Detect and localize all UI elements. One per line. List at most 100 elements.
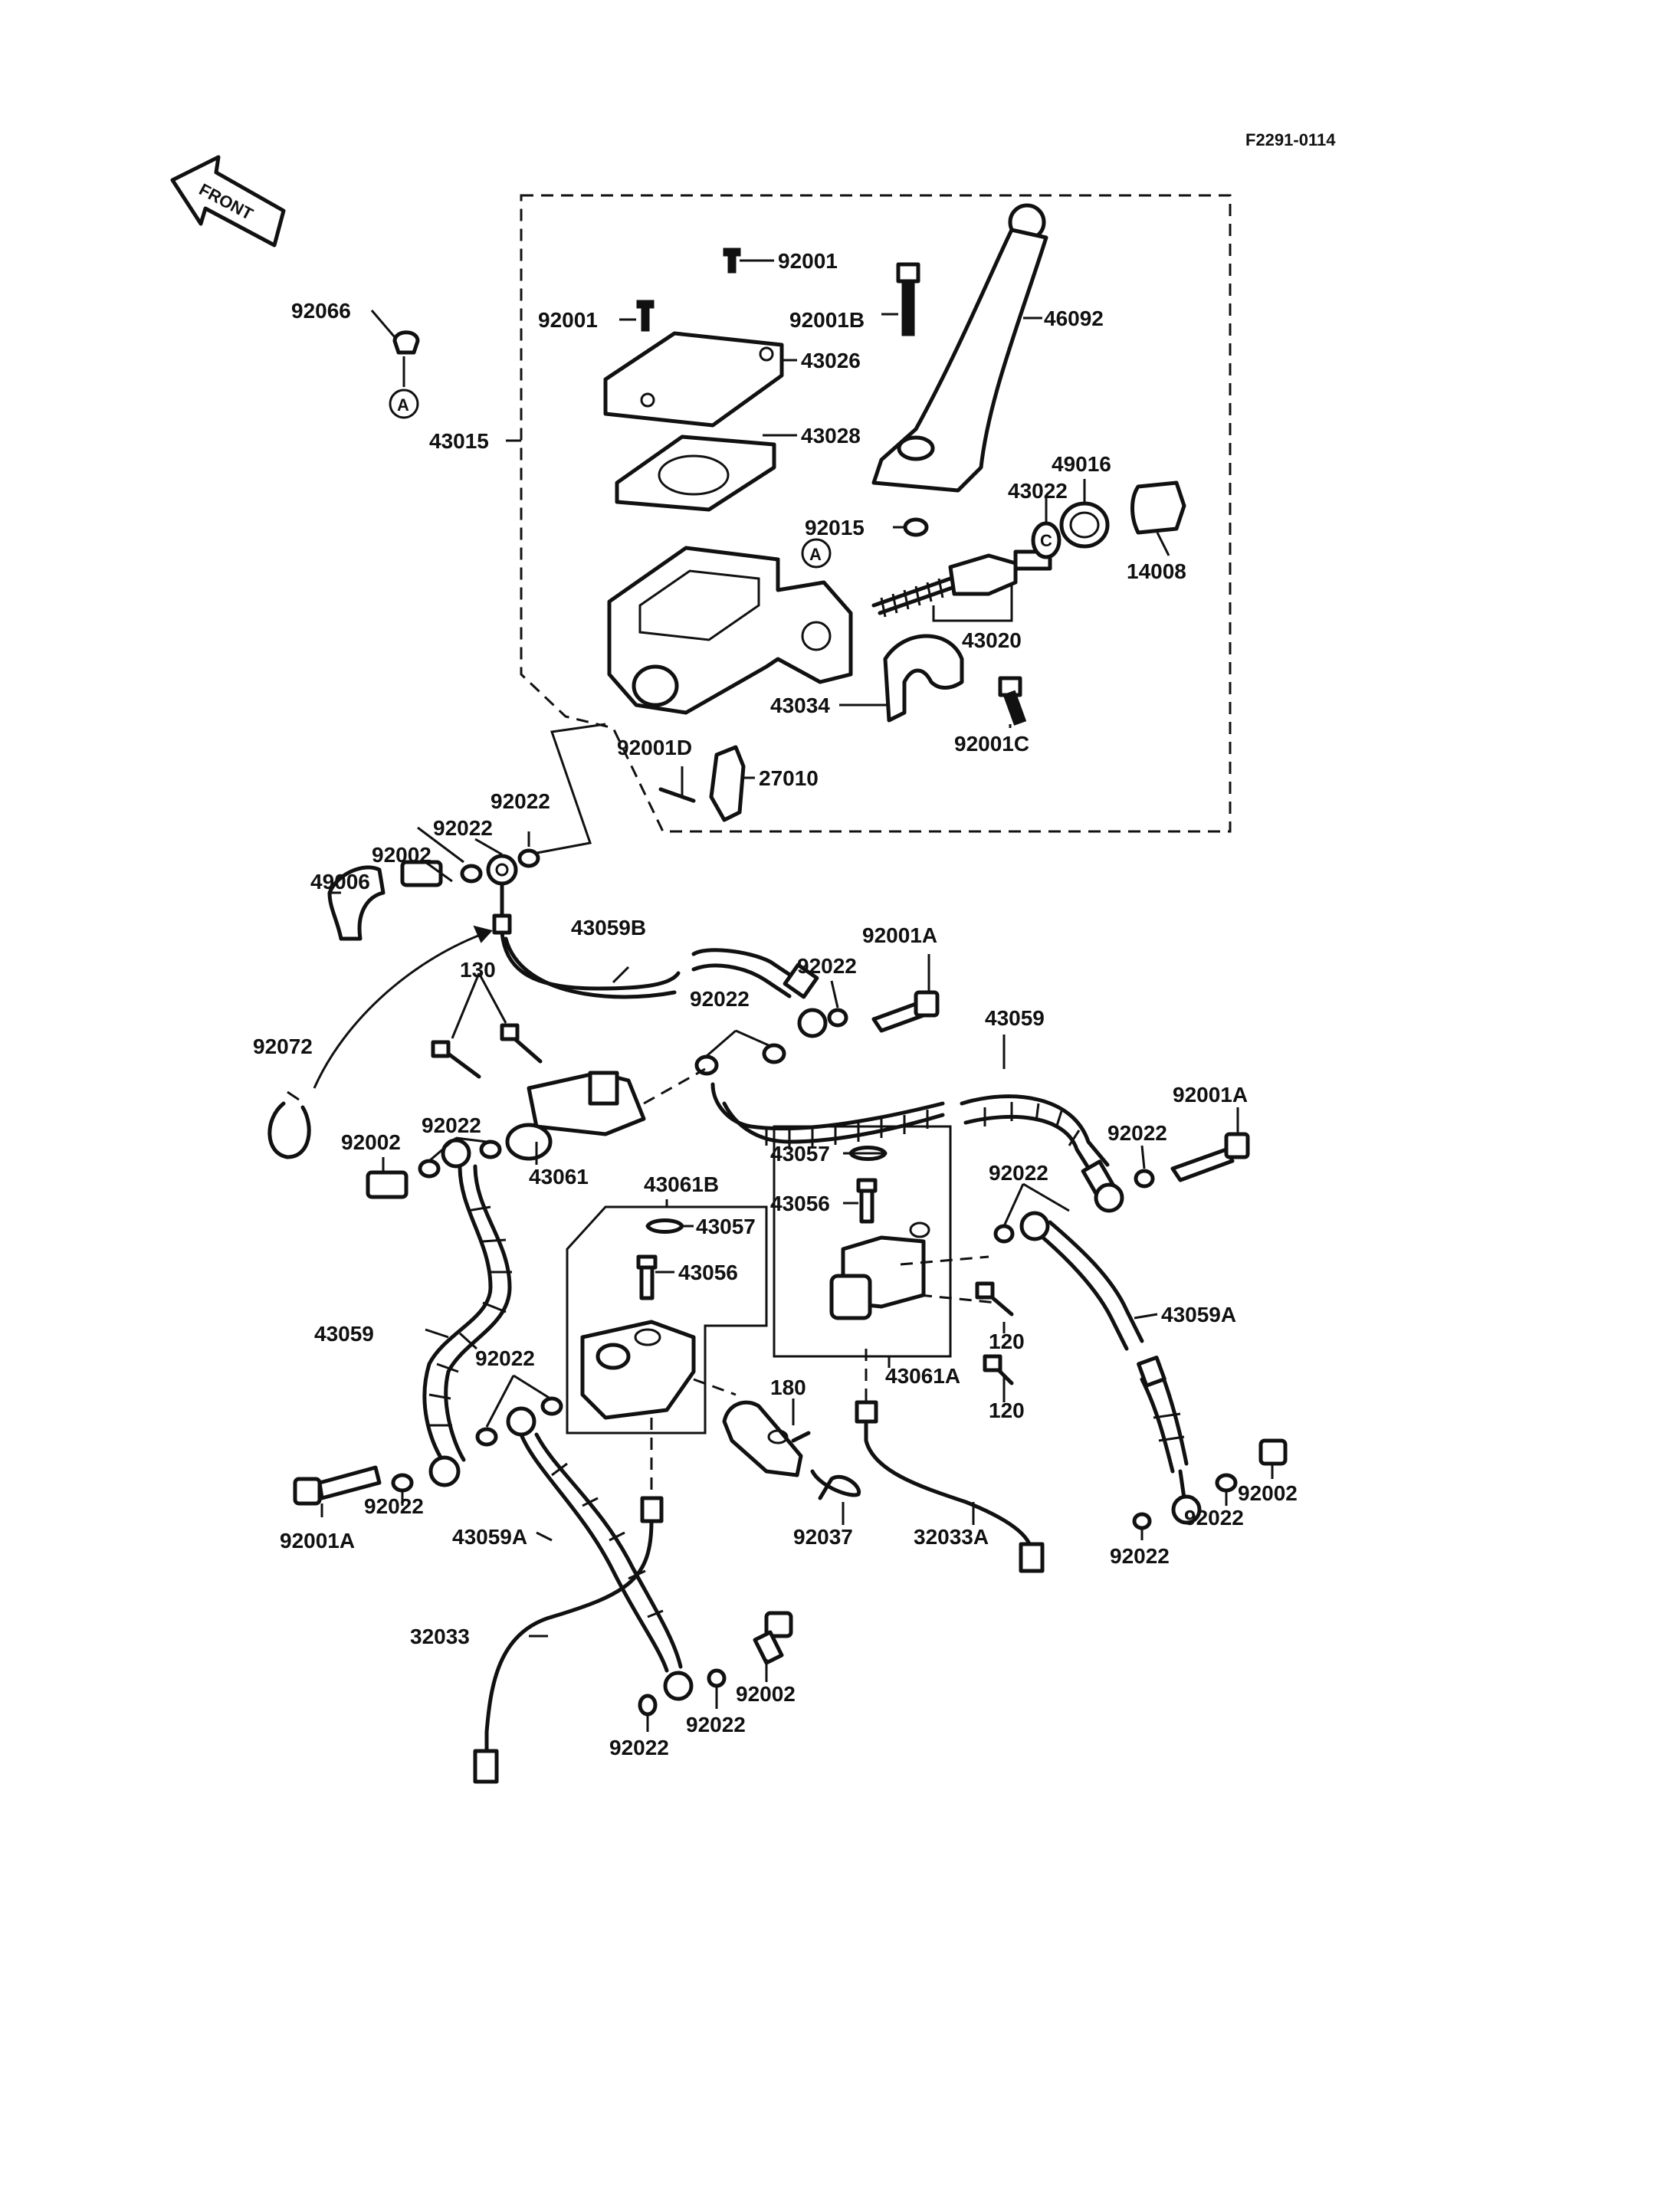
label-43056-a: 43056 — [678, 1261, 738, 1284]
label-92002-d: 92002 — [736, 1682, 796, 1706]
label-92022-m: 92022 — [609, 1736, 669, 1759]
switch-27010 — [709, 745, 746, 822]
label-92022-f: 92022 — [989, 1161, 1048, 1185]
boot-49016 — [1059, 501, 1110, 549]
label-43028: 43028 — [801, 424, 861, 448]
armored-hose-43059-mid — [710, 1082, 945, 1131]
label-43059-b: 43059 — [314, 1322, 374, 1346]
union-bolt-92001A-right — [1170, 1132, 1250, 1182]
group-43061B-box — [566, 1205, 768, 1435]
label-43057-a: 43057 — [696, 1215, 756, 1238]
union-bolt-92001A-top — [871, 990, 940, 1033]
hose-43059A-right — [1036, 1231, 1129, 1351]
label-130: 130 — [460, 958, 496, 982]
pivot-bolt-92001B — [896, 262, 920, 336]
label-92001B: 92001B — [789, 308, 865, 332]
label-43026: 43026 — [801, 349, 861, 372]
label-46092: 46092 — [1044, 307, 1104, 330]
nut-92015 — [903, 517, 929, 537]
brake-lever — [871, 203, 1048, 493]
circle-marker-a-left: A — [389, 389, 419, 419]
screw-92001D — [658, 787, 696, 803]
bracket-180 — [722, 1400, 811, 1477]
label-43056-b: 43056 — [770, 1192, 830, 1215]
label-92022-c: 92022 — [797, 954, 857, 978]
label-92022-g: 92022 — [422, 1113, 481, 1137]
pipe-32033A — [864, 1408, 1033, 1550]
label-92001-lid: 92001 — [538, 308, 598, 332]
clip-92037 — [810, 1469, 861, 1500]
clip-92072 — [267, 1101, 311, 1159]
clip-43057-left — [645, 1218, 684, 1234]
label-43059A-b: 43059A — [452, 1525, 527, 1549]
label-92001A-a: 92001A — [862, 923, 937, 947]
label-43061A: 43061A — [885, 1364, 960, 1388]
label-92022-h: 92022 — [475, 1346, 535, 1370]
circle-marker-a-right: A — [801, 538, 832, 569]
label-43057-b: 43057 — [770, 1142, 830, 1166]
label-43059B: 43059B — [571, 916, 646, 939]
junction-43061B — [580, 1320, 696, 1420]
reservoir-cap — [603, 331, 784, 428]
banjo-cover-49006 — [327, 865, 386, 941]
armored-hose-43059-left — [422, 1164, 493, 1466]
circlip-43022: C — [1031, 521, 1061, 559]
bolt-92001C — [998, 676, 1027, 726]
clamp-43034 — [883, 634, 964, 723]
reference-code: F2291-0114 — [1245, 130, 1336, 149]
cover-14008 — [1130, 480, 1186, 535]
label-92022-e: 92022 — [1107, 1121, 1167, 1145]
label-92002-c: 92002 — [1238, 1481, 1298, 1505]
bleeder-43056-right — [856, 1178, 878, 1224]
leader-lines — [287, 259, 1274, 1732]
bleeder-43056-left — [636, 1254, 658, 1300]
brake-junction-43061 — [505, 1071, 646, 1161]
label-92022-k: 92022 — [1184, 1506, 1244, 1530]
label-92022-d: 92022 — [690, 987, 750, 1011]
label-43022: 43022 — [1008, 479, 1068, 503]
svg-text:A: A — [397, 395, 409, 415]
pipe-32033 — [484, 1519, 654, 1757]
label-27010: 27010 — [759, 766, 819, 790]
label-14008: 14008 — [1127, 559, 1186, 583]
label-92022-j: 92022 — [1110, 1544, 1170, 1568]
union-bolt-92002-right — [1258, 1438, 1288, 1466]
label-92022-a: 92022 — [491, 789, 550, 813]
label-43059A-a: 43059A — [1161, 1303, 1236, 1326]
label-43059-a: 43059 — [985, 1006, 1045, 1030]
diaphragm — [615, 434, 776, 512]
piston-assembly — [871, 549, 1052, 618]
label-49016: 49016 — [1052, 452, 1111, 476]
group-43061A-box — [773, 1125, 952, 1358]
part-labels: 92001 92001 92001B 46092 92066 43026 430… — [253, 249, 1298, 1759]
label-92001C: 92001C — [954, 732, 1029, 756]
label-43020: 43020 — [962, 628, 1022, 652]
label-92015: 92015 — [805, 516, 865, 539]
label-43034: 43034 — [770, 694, 830, 717]
cap-92066 — [392, 330, 420, 355]
label-92002-a: 92002 — [372, 843, 431, 867]
label-92001-top: 92001 — [778, 249, 838, 273]
label-92001A-b: 92001A — [1173, 1083, 1248, 1107]
union-bolt-92002-left — [366, 1170, 409, 1199]
label-49006: 49006 — [310, 870, 370, 894]
label-43061: 43061 — [529, 1165, 589, 1189]
svg-text:C: C — [1040, 531, 1052, 550]
label-92037: 92037 — [793, 1525, 853, 1549]
junction-43061A — [829, 1221, 930, 1320]
label-92022-l: 92022 — [686, 1713, 746, 1736]
label-92002-b: 92002 — [341, 1130, 401, 1154]
label-92001A-c: 92001A — [280, 1529, 355, 1553]
hose-43059B — [500, 930, 681, 991]
label-92001D: 92001D — [617, 736, 692, 759]
master-cylinder-body — [607, 546, 853, 715]
armored-hose-43059-right — [960, 1094, 1110, 1167]
label-92072: 92072 — [253, 1035, 313, 1058]
hose-43059A-center — [519, 1432, 669, 1673]
label-120-b: 120 — [989, 1399, 1025, 1422]
front-arrow: FRONT — [170, 155, 286, 248]
label-92022-i: 92022 — [364, 1494, 424, 1518]
screw-92001-top — [723, 248, 741, 274]
screw-92001-lid — [636, 300, 655, 332]
